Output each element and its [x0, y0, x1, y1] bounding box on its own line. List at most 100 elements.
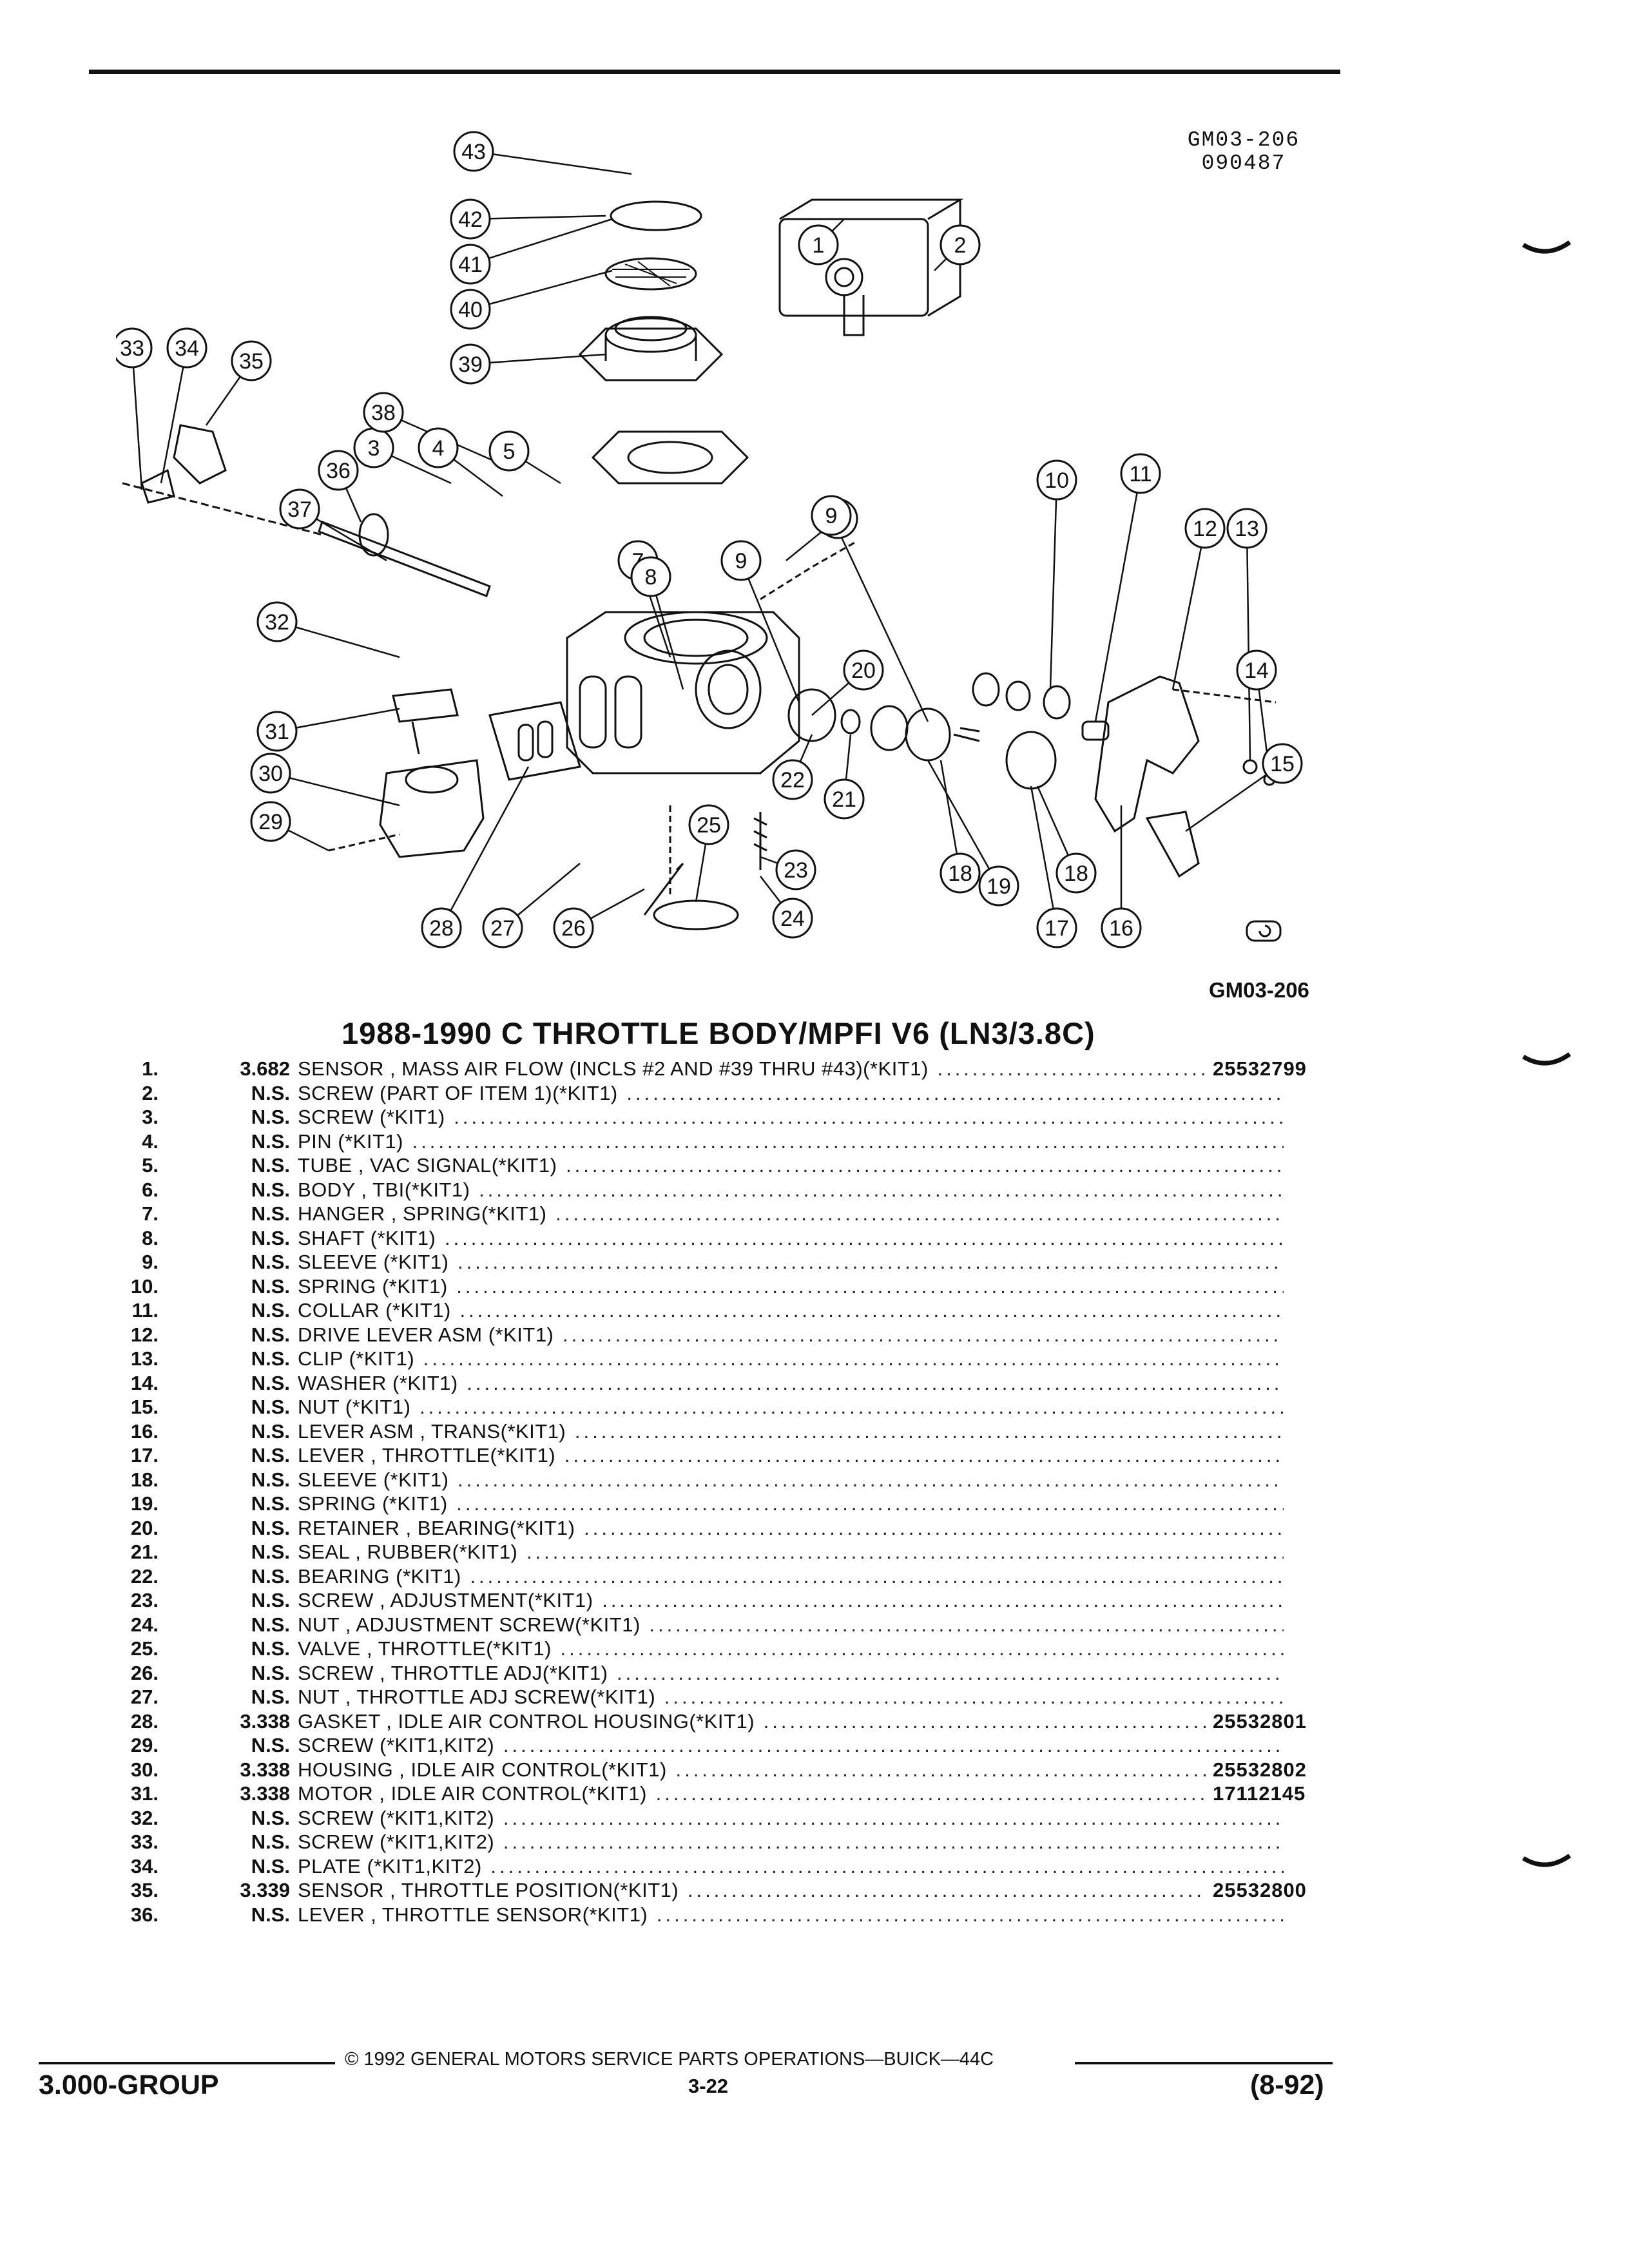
item-number: 21.: [130, 1541, 159, 1563]
callout-circle: [363, 392, 404, 433]
item-number: 30.: [130, 1758, 159, 1781]
item-number: 27.: [130, 1686, 159, 1708]
part-description-cell: SCREW , THROTTLE ADJ(*KIT1) ............…: [298, 1661, 1284, 1686]
group-code: N.S.: [251, 1347, 290, 1370]
callout-circle: [1184, 508, 1226, 549]
callout-circle: [824, 778, 865, 820]
callout-leader-line: [131, 347, 143, 490]
group-code: N.S.: [251, 1541, 290, 1563]
part-description-cell: HOUSING , IDLE AIR CONTROL(*KIT1) ......…: [298, 1758, 1206, 1782]
part-description: SLEEVE (*KIT1): [298, 1251, 449, 1273]
leader-dots: ........................................…: [564, 1444, 1284, 1466]
ring-and-screen-stack: [578, 200, 749, 485]
part-description-cell: COLLAR (*KIT1) .........................…: [298, 1298, 1284, 1323]
group-code: N.S.: [251, 1564, 290, 1588]
callout-number: 17: [1045, 916, 1069, 941]
callout-number: 8: [645, 565, 657, 590]
callout-circle: [482, 907, 523, 948]
part-description-cell: SCREW (PART OF ITEM 1)(*KIT1) ..........…: [298, 1081, 1284, 1106]
callout-leader-line: [270, 772, 400, 807]
leader-dots: ........................................…: [456, 1492, 1284, 1515]
callout-bubble: 37: [279, 488, 320, 530]
item-number: 2.: [142, 1081, 159, 1104]
parts-row: 7.N.S.HANGER , SPRING(*KIT1) ...........…: [97, 1202, 1321, 1226]
callout-number: 31: [265, 720, 289, 744]
group-code: N.S.: [251, 1251, 290, 1273]
callout-circle: [772, 898, 813, 939]
callout-circle: [843, 649, 884, 691]
leader-dots: ........................................…: [454, 1106, 1284, 1128]
callout-number: 43: [461, 140, 486, 164]
part-description-cell: SCREW (*KIT1,KIT2) .....................…: [298, 1733, 1284, 1758]
callout-leader-line: [1030, 785, 1058, 928]
parts-row: 12.N.S.DRIVE LEVER ASM (*KIT1) .........…: [97, 1323, 1321, 1347]
leader-dots: ........................................…: [602, 1589, 1284, 1611]
item-number: 22.: [130, 1564, 159, 1588]
part-description: SCREW , ADJUSTMENT(*KIT1): [298, 1589, 593, 1611]
part-description: SEAL , RUBBER(*KIT1): [298, 1541, 518, 1563]
callout-circle: [1101, 907, 1142, 948]
callout-number: 2: [954, 233, 967, 258]
callout-circle: [450, 289, 491, 330]
item-number: 20.: [130, 1516, 159, 1539]
callout-circle: [1120, 453, 1161, 494]
publication-date: (8-92): [1250, 2070, 1324, 2100]
group-code: N.S.: [251, 1661, 290, 1684]
item-number: 7.: [142, 1202, 159, 1225]
leader-dots: ........................................…: [574, 1419, 1284, 1443]
part-description: LEVER , THROTTLE SENSOR(*KIT1): [298, 1903, 648, 1926]
leader-dots: ........................................…: [763, 1709, 1206, 1733]
item-number: 15.: [130, 1396, 159, 1418]
callout-circle: [1036, 459, 1077, 501]
callout-circle: [450, 198, 491, 240]
group-code: N.S.: [251, 1686, 290, 1708]
callout-number: 3: [368, 436, 380, 461]
leader-dots: ........................................…: [675, 1758, 1206, 1781]
part-description-cell: SENSOR , MASS AIR FLOW (INCLS #2 AND #39…: [298, 1057, 1206, 1081]
callout-circle: [279, 488, 320, 530]
part-description-cell: LEVER , THROTTLE SENSOR(*KIT1) .........…: [298, 1903, 1284, 1927]
callout-leader-line: [740, 560, 800, 703]
part-description-cell: MOTOR , IDLE AIR CONTROL(*KIT1) ........…: [298, 1782, 1206, 1806]
callout-bubble: 18: [1055, 852, 1097, 894]
page-title: 1988-1990 C THROTTLE BODY/MPFI V6 (LN3/3…: [342, 1016, 1095, 1050]
copyright-line: © 1992 GENERAL MOTORS SERVICE PARTS OPER…: [345, 2049, 994, 2070]
part-description-cell: SEAL , RUBBER(*KIT1) ...................…: [298, 1540, 1284, 1564]
callout-bubble: 39: [450, 343, 491, 385]
callout-number: 12: [1193, 517, 1217, 541]
callout-bubble: 17: [1036, 907, 1077, 948]
gm-logo: [1246, 920, 1282, 942]
item-number: 35.: [130, 1879, 159, 1901]
callout-bubble: 32: [256, 601, 298, 642]
part-description-cell: SLEEVE (*KIT1) .........................…: [298, 1250, 1284, 1274]
parts-row: 2.N.S.SCREW (PART OF ITEM 1)(*KIT1) ....…: [97, 1081, 1321, 1106]
callout-number: 32: [265, 610, 289, 635]
callout-bubble: 20: [843, 649, 884, 691]
parts-row: 8.N.S.SHAFT (*KIT1) ....................…: [97, 1226, 1321, 1251]
part-description-cell: RETAINER , BEARING(*KIT1) ..............…: [298, 1516, 1284, 1541]
parts-row: 32.N.S.SCREW (*KIT1,KIT2) ..............…: [97, 1806, 1321, 1831]
group-code: 3.339: [240, 1879, 290, 1901]
callout-bubble: 14: [1236, 649, 1277, 691]
leader-dots: ........................................…: [503, 1806, 1284, 1829]
parts-row: 13.N.S.CLIP (*KIT1) ....................…: [97, 1347, 1321, 1371]
part-description: SCREW (*KIT1,KIT2): [298, 1806, 495, 1829]
part-description: SCREW (*KIT1,KIT2): [298, 1734, 495, 1756]
callout-bubble: 5: [488, 430, 530, 472]
part-description-cell: SCREW (*KIT1,KIT2) .....................…: [298, 1806, 1284, 1831]
callout-number: 23: [784, 858, 808, 883]
callout-number: 37: [287, 497, 312, 522]
callout-number: 22: [780, 768, 805, 793]
leader-dots: ........................................…: [459, 1299, 1284, 1321]
parts-row: 4.N.S.PIN (*KIT1) ......................…: [97, 1129, 1321, 1154]
item-number: 10.: [130, 1274, 159, 1298]
callout-bubble: 19: [978, 865, 1019, 907]
callout-circle: [488, 430, 530, 472]
callout-leader-line: [830, 515, 929, 722]
leader-dots: ........................................…: [490, 1854, 1284, 1878]
callout-circle: [418, 427, 459, 468]
part-description-cell: SHAFT (*KIT1) ..........................…: [298, 1226, 1284, 1251]
leader-dots: ........................................…: [526, 1541, 1284, 1563]
callout-leader-line: [1049, 479, 1058, 690]
